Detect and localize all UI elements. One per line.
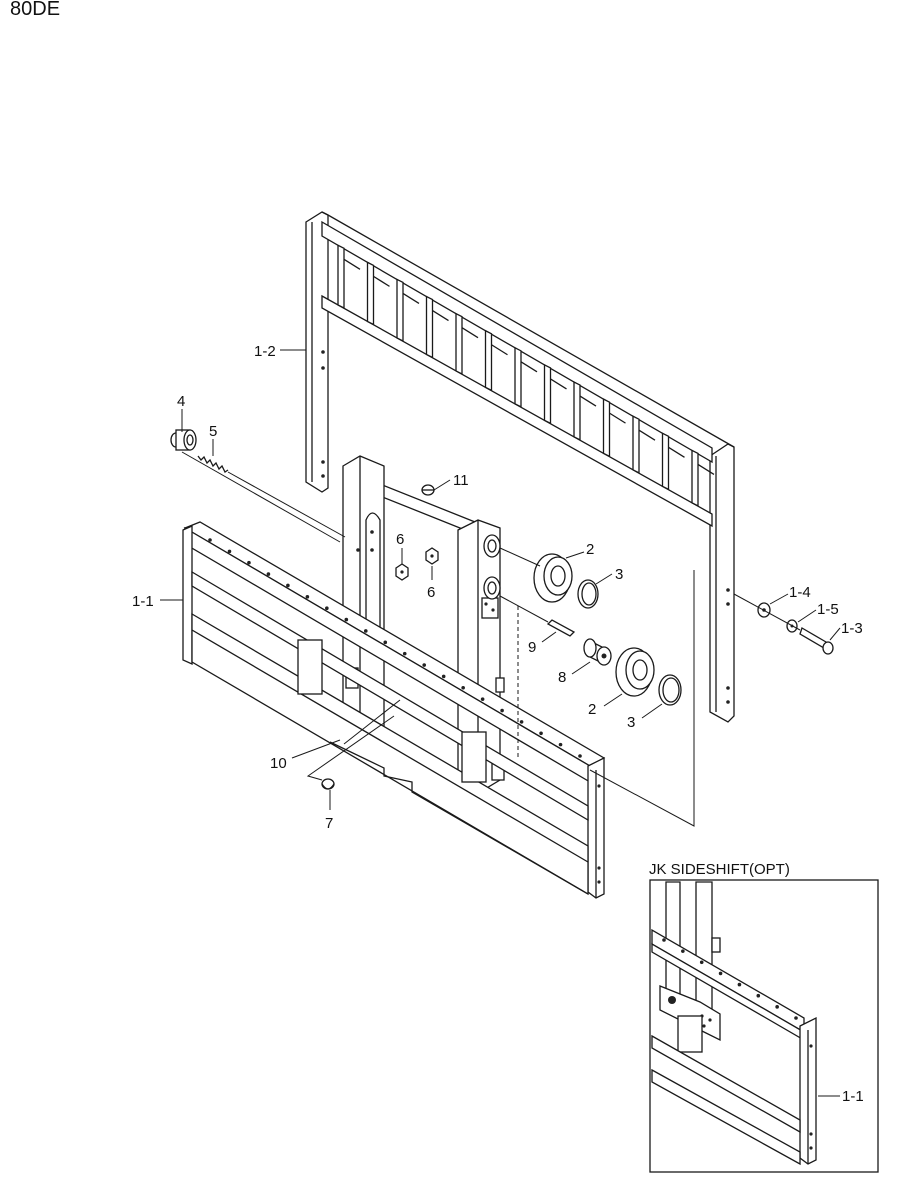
callout-6-right: 6 [427, 584, 435, 601]
load-backrest [305, 211, 735, 723]
callout-leaders [160, 349, 841, 810]
inset-title: JK SIDESHIFT(OPT) [649, 861, 790, 878]
part-7-clip [321, 778, 335, 790]
part-2-bearing-lower [615, 647, 655, 697]
callout-1-1-inset: 1-1 [842, 1088, 864, 1105]
part-6-nut-right [425, 547, 439, 565]
part-11-bolt [421, 484, 435, 496]
callout-1-3: 1-3 [841, 620, 863, 637]
part-9-pin [499, 595, 576, 637]
part-2-bearing-upper [499, 547, 573, 603]
model-code-label: 80DE [10, 0, 61, 20]
callout-11: 11 [453, 472, 469, 489]
part-3-snap-ring-lower [658, 674, 682, 706]
part-3-snap-ring-upper [577, 579, 599, 609]
inset-box [649, 879, 879, 1173]
fork-carrier-frame [182, 521, 606, 899]
callout-2-lower: 2 [588, 701, 596, 718]
callout-1-2: 1-2 [254, 343, 276, 360]
part-1-3-bolt [799, 627, 834, 655]
part-6-nut-left [395, 563, 409, 581]
callout-9: 9 [528, 639, 536, 656]
callout-3-lower: 3 [627, 714, 635, 731]
callout-10: 10 [270, 755, 287, 772]
callout-4: 4 [177, 393, 185, 410]
part-5-spring [197, 455, 346, 538]
callout-1-5: 1-5 [817, 601, 839, 618]
callout-8: 8 [558, 669, 566, 686]
callout-3-upper: 3 [615, 566, 623, 583]
callout-5: 5 [209, 423, 217, 440]
part-4-bushing [170, 429, 197, 451]
part-8-collar [583, 638, 612, 666]
callout-2-upper: 2 [586, 541, 594, 558]
callout-1-4: 1-4 [789, 584, 811, 601]
callout-1-1: 1-1 [132, 593, 154, 610]
callout-7: 7 [325, 815, 333, 832]
callout-6-left: 6 [396, 531, 404, 548]
